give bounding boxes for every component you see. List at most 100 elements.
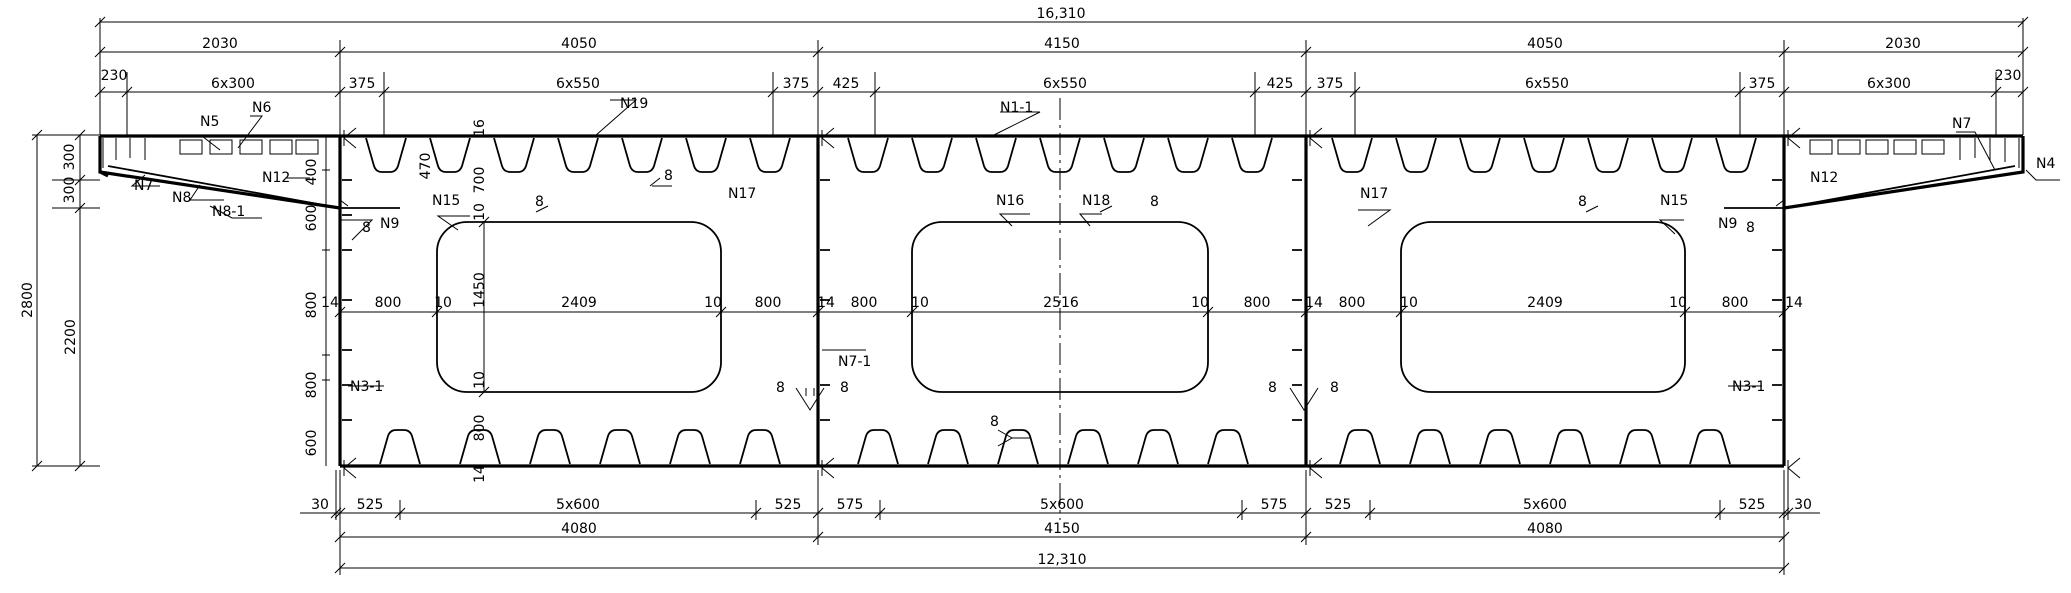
weld-label: 8: [1268, 380, 1277, 396]
part-label: N8: [172, 190, 191, 206]
weld-label: 8: [535, 194, 544, 210]
opening-width-dims: [334, 216, 1790, 398]
bottom-u-ribs: [379, 429, 1731, 465]
left-dim-total: 2800: [20, 282, 36, 318]
bottom-segment-dims: 4080 4150 4080: [561, 521, 1563, 537]
web-dim: 800: [304, 292, 320, 319]
top-u-ribs: [365, 137, 1757, 173]
part-labels: N19 N1-1 N7 N4 N5 N6 N7 N8 N8-1 N12 N12 …: [134, 96, 2055, 395]
weld-label: 8: [776, 380, 785, 396]
weld-label: 8: [664, 168, 673, 184]
cell-dim: 800: [375, 295, 402, 311]
cell-dim: 10: [434, 295, 452, 311]
weld-label: 8: [1150, 194, 1159, 210]
web-stiffeners: [342, 179, 1782, 421]
part-label: N17: [1360, 186, 1388, 202]
cell-dim: 14: [1305, 295, 1323, 311]
bottom-detail-dim: 30: [311, 497, 329, 513]
bottom-detail-dim: 525: [1325, 497, 1352, 513]
left-dimension-lines: [31, 129, 100, 472]
weld-symbols: [339, 177, 1785, 447]
opening-right: [1400, 221, 1686, 393]
top-detail-dim: 425: [833, 76, 860, 92]
part-label: N19: [620, 96, 648, 112]
weld-label: 8: [1746, 220, 1755, 236]
box-section-plates: [98, 134, 2025, 468]
cell-dim: 2516: [1043, 295, 1079, 311]
top-detail-dim: 6x300: [211, 76, 255, 92]
part-label: N16: [996, 193, 1024, 209]
bottom-detail-dim: 525: [1739, 497, 1766, 513]
bottom-detail-dim: 30: [1794, 497, 1812, 513]
top-seg-dim: 4050: [561, 36, 597, 52]
part-label: N6: [252, 100, 271, 116]
part-label: N18: [1082, 193, 1110, 209]
top-detail-dim: 375: [1749, 76, 1776, 92]
bottom-seg-dim: 4150: [1044, 521, 1080, 537]
bottom-detail-dim: 5x600: [1523, 497, 1567, 513]
cell-dim: 10: [1400, 295, 1418, 311]
inner-dim: 10: [472, 371, 488, 389]
top-detail-dim: 6x550: [556, 76, 600, 92]
web-dim: 400: [304, 159, 320, 186]
weld-label: 8: [1578, 194, 1587, 210]
top-dimension-lines: [94, 16, 2029, 135]
inner-dim: 10: [472, 203, 488, 221]
weld-label: 8: [990, 414, 999, 430]
cell-dim: 14: [1785, 295, 1803, 311]
part-label: N7-1: [838, 354, 871, 370]
cell-width-labels: 800 10 2409 10 800 14 800 10 2516 10 800…: [321, 295, 1803, 311]
cell-dim: 10: [704, 295, 722, 311]
bottom-seg-dim: 4080: [561, 521, 597, 537]
part-label: N9: [1718, 216, 1737, 232]
web-height-dims: 400 600 800 800 600: [304, 135, 330, 466]
top-detail-dim: 230: [101, 68, 128, 84]
web-dim: 800: [304, 372, 320, 399]
inner-dim: 470: [418, 153, 434, 180]
part-label: N15: [1660, 193, 1688, 209]
cantilever-details: [102, 138, 2020, 168]
inner-vertical-dims: 16 470 700 10 1450 10 800 14: [418, 119, 488, 483]
weld-labels: 8 8 8 8 8 8 8 8 8 8 8: [362, 168, 1755, 430]
top-seg-dim: 2030: [1885, 36, 1921, 52]
inner-dim: 16: [472, 119, 488, 137]
part-label: N3-1: [1732, 379, 1765, 395]
weld-label: 8: [362, 220, 371, 236]
overall-bottom-dim: 12,310: [1038, 552, 1087, 568]
part-label: N7: [134, 178, 153, 194]
inner-dim: 14: [472, 465, 488, 483]
cell-dim: 10: [911, 295, 929, 311]
cell-dim: 14: [321, 295, 339, 311]
top-detail-dim: 375: [1317, 76, 1344, 92]
top-detail-dim: 6x550: [1525, 76, 1569, 92]
bottom-detail-dim: 575: [1261, 497, 1288, 513]
opening-left: [436, 221, 722, 393]
top-detail-dim: 375: [349, 76, 376, 92]
top-seg-dim: 4050: [1527, 36, 1563, 52]
overall-top-dim: 16,310: [1037, 6, 1086, 22]
web-dim: 600: [304, 430, 320, 457]
cell-dim: 10: [1191, 295, 1209, 311]
bottom-detail-dim: 5x600: [556, 497, 600, 513]
top-detail-dim: 375: [783, 76, 810, 92]
cell-dim: 14: [817, 295, 835, 311]
bottom-detail-dim: 525: [357, 497, 384, 513]
part-label: N15: [432, 193, 460, 209]
weld-label: 8: [1330, 380, 1339, 396]
top-seg-dim: 2030: [202, 36, 238, 52]
part-label: N9: [380, 216, 399, 232]
left-dim-upper1: 300: [62, 144, 78, 171]
part-label: N7: [1952, 116, 1971, 132]
top-seg-dim: 4150: [1044, 36, 1080, 52]
cell-dim: 10: [1669, 295, 1687, 311]
cell-dim: 800: [755, 295, 782, 311]
inner-dim: 700: [472, 167, 488, 194]
bottom-detail-dim: 575: [837, 497, 864, 513]
left-dim-upper2: 300: [62, 177, 78, 204]
left-dim-lower: 2200: [63, 319, 79, 355]
bottom-detail-dim: 5x600: [1040, 497, 1084, 513]
bottom-detail-dim: 525: [775, 497, 802, 513]
top-detail-dims: 230 6x300 375 6x550 375 425 6x550 425 37…: [101, 68, 2022, 92]
cell-dim: 2409: [561, 295, 597, 311]
part-label: N8-1: [212, 204, 245, 220]
